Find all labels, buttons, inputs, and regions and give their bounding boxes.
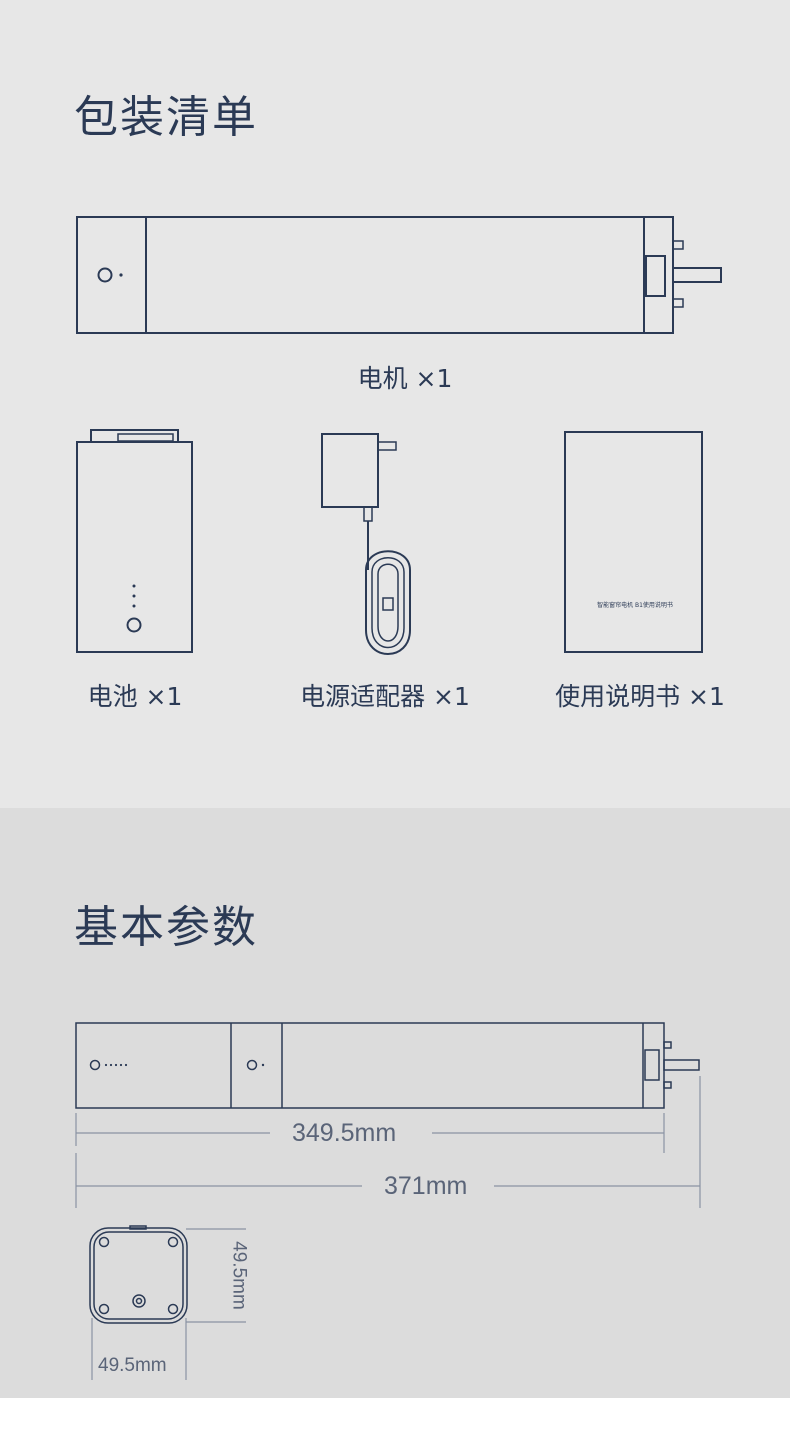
manual-label: 使用说明书 ×1	[555, 682, 725, 711]
parameters-section: 基本参数 349.5mm 371mm	[0, 808, 790, 1398]
battery-illustration	[76, 429, 193, 653]
length-total-dimension: 371mm	[384, 1172, 468, 1200]
package-list-section: 包装清单 电机 ×1 电池 ×1 电源适配器 ×1 智	[0, 0, 790, 808]
length-inner-dimension: 349.5mm	[292, 1119, 397, 1147]
parameters-title: 基本参数	[74, 902, 258, 953]
motor-end-view	[89, 1225, 246, 1380]
manual-illustration	[564, 431, 703, 653]
motor-label: 电机 ×1	[357, 364, 453, 393]
battery-label: 电池 ×1	[87, 682, 183, 711]
power-adapter-label: 电源适配器 ×1	[300, 682, 470, 711]
manual-cover-text: 智能窗帘电机 B1使用说明书	[597, 602, 673, 609]
power-adapter-illustration	[321, 433, 411, 655]
motor-side-view	[75, 1022, 701, 1208]
height-dimension: 49.5mm	[228, 1241, 250, 1310]
motor-illustration	[76, 216, 722, 334]
package-list-title: 包装清单	[74, 92, 258, 143]
width-dimension: 49.5mm	[98, 1355, 167, 1376]
